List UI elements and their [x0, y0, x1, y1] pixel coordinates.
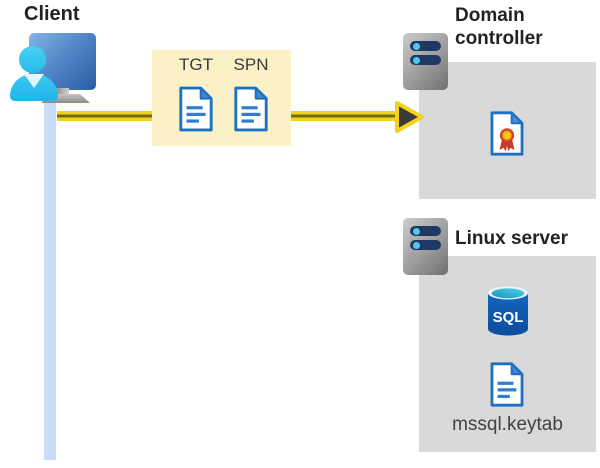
- client-label: Client: [24, 3, 80, 25]
- domain-controller-server-icon: [403, 33, 448, 90]
- spn-document-icon: [234, 86, 268, 132]
- tgt-label: TGT: [179, 55, 213, 74]
- certificate-icon: [490, 111, 524, 156]
- person-icon: [19, 46, 46, 73]
- ticket-panel: [152, 50, 291, 146]
- server-slot-icon: [410, 226, 441, 236]
- tgt-document-icon: [179, 86, 213, 132]
- keytab-document-icon: [490, 362, 524, 407]
- monitor-stand-icon: [56, 88, 69, 96]
- linux-server-icon: [403, 218, 448, 275]
- sql-icon-text: SQL: [493, 309, 524, 326]
- server-slot-icon: [410, 240, 441, 250]
- server-slot-icon: [410, 55, 441, 65]
- server-slot-icon: [410, 41, 441, 51]
- server-led-icon: [413, 241, 420, 249]
- server-led-icon: [413, 56, 420, 64]
- server-led-icon: [413, 42, 420, 50]
- arrow-right-icon: [395, 101, 424, 133]
- server-led-icon: [413, 227, 420, 235]
- monitor-stand-base-icon: [41, 94, 90, 103]
- keytab-filename-label: mssql.keytab: [452, 414, 563, 435]
- domain-controller-label: Domain controller: [455, 5, 543, 49]
- linux-server-label: Linux server: [455, 228, 568, 249]
- sql-database-icon: SQL: [488, 286, 528, 336]
- spn-label: SPN: [233, 55, 269, 74]
- client-connector-line: [44, 95, 56, 460]
